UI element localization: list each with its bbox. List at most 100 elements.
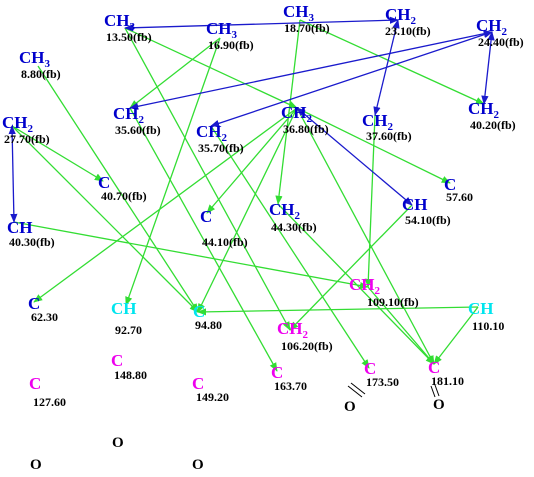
- double-bond-line: [350, 382, 366, 395]
- atom-symbol: C: [364, 359, 377, 378]
- atom-label-n27: C: [364, 360, 376, 377]
- atom-label-n2: CH3: [206, 19, 237, 41]
- hydrogen-count-subscript: 3: [129, 21, 136, 33]
- chemical-shift-value: 109.10(fb): [367, 295, 419, 309]
- hmbc-arrow: [11, 125, 199, 313]
- chemical-shift-value: 110.10: [472, 319, 505, 333]
- atom-symbol: CH: [19, 48, 45, 67]
- atom-label-n28: C: [428, 359, 440, 376]
- atom-symbol: CH: [362, 111, 388, 130]
- atom-symbol: C: [200, 207, 213, 226]
- atom-symbol: CH: [111, 299, 137, 318]
- chemical-shift-value: 44.30(fb): [271, 220, 317, 234]
- atom-symbol: CH: [349, 275, 375, 294]
- atom-symbol: CH: [277, 319, 303, 338]
- oxygen-label: O: [30, 457, 42, 473]
- atom-symbol: C: [271, 363, 284, 382]
- chemical-shift-value: 92.70: [115, 323, 142, 337]
- chemical-shift-value: 36.80(fb): [283, 122, 329, 136]
- chemical-shift-value: 37.60(fb): [366, 129, 412, 143]
- atom-label-n21: CH: [111, 300, 137, 317]
- oxygen-label: O: [112, 435, 124, 451]
- hmbc-arrow: [33, 107, 298, 303]
- atom-label-n29: C: [29, 375, 41, 392]
- hmbc-arrow: [37, 65, 199, 313]
- atom-label-n8: CH2: [281, 103, 312, 125]
- hmbc-arrow: [13, 221, 369, 290]
- hydrogen-count-subscript: 2: [493, 109, 500, 121]
- hmbc-arrow: [197, 107, 298, 313]
- atom-label-n1: CH3: [104, 12, 135, 33]
- atom-symbol: CH: [7, 218, 33, 237]
- chemical-shift-value: 16.90(fb): [208, 38, 254, 52]
- hmbc-arrow: [129, 37, 221, 109]
- hmbc-arrow: [210, 125, 370, 369]
- atom-symbol: CH: [206, 19, 232, 38]
- atom-symbol: C: [28, 294, 41, 313]
- chemical-shift-value: 54.10(fb): [405, 213, 451, 227]
- hmbc-arrow: [129, 107, 278, 372]
- hydrogen-count-subscript: 3: [44, 58, 51, 70]
- atom-symbol: C: [192, 374, 205, 393]
- atom-symbol: C: [29, 374, 42, 393]
- chemical-shift-value: 27.70(fb): [4, 132, 50, 146]
- hydrogen-count-subscript: 2: [294, 210, 301, 222]
- cosy-arrows: [8, 16, 495, 223]
- hmbc-arrow: [277, 203, 435, 365]
- chemical-shift-value: 57.60: [446, 190, 473, 204]
- atom-label-n13: C: [98, 174, 110, 191]
- atom-symbol: CH: [2, 113, 28, 132]
- atom-label-n12: CH2: [196, 122, 227, 144]
- chemical-shift-value: 44.10(fb): [202, 235, 248, 249]
- atom-symbol: CH: [269, 200, 295, 219]
- chemical-shift-value: 13.50(fb): [106, 30, 152, 44]
- hmbc-arrow: [197, 306, 479, 316]
- chemical-shift-value: 173.50: [366, 375, 399, 389]
- atom-label-n15: CH: [402, 196, 428, 213]
- hmbc-arrow: [433, 306, 479, 365]
- atom-label-n19: CH2: [349, 275, 380, 297]
- atom-symbol: CH: [196, 122, 222, 141]
- hydrogen-count-subscript: 2: [138, 114, 145, 126]
- cosy-arrow: [481, 31, 495, 105]
- hmbc-arrow: [11, 125, 104, 182]
- hmbc-arrow: [125, 37, 221, 306]
- atom-label-n17: C: [200, 208, 212, 225]
- chemical-shift-value: 148.80: [114, 368, 147, 382]
- chemical-shift-value: 106.20(fb): [281, 339, 333, 353]
- atom-label-n10: CH2: [468, 100, 499, 121]
- atom-symbol: CH: [281, 103, 307, 122]
- hydrogen-count-subscript: 2: [27, 123, 34, 135]
- atom-label-n6: CH3: [19, 48, 50, 70]
- atom-symbol: CH: [402, 195, 428, 214]
- chemical-shift-value: 35.60(fb): [115, 123, 161, 137]
- atom-label-n7: CH2: [113, 105, 144, 126]
- atom-label-n3: CH3: [283, 3, 314, 24]
- chemical-shift-value: 40.70(fb): [101, 189, 147, 203]
- atom-label-n14: C: [444, 176, 456, 193]
- hydrogen-count-subscript: 2: [374, 285, 381, 297]
- hydrogen-count-subscript: 2: [410, 15, 417, 27]
- hydrogen-count-subscript: 3: [231, 29, 238, 41]
- chemical-shift-value: 23.10(fb): [385, 24, 431, 38]
- hydrogen-count-subscript: 3: [308, 12, 315, 24]
- chemical-shift-value: 181.10: [431, 374, 464, 388]
- atom-symbol: CH: [476, 16, 502, 35]
- atom-label-n25: C: [111, 352, 123, 369]
- atom-symbol: CH: [468, 299, 494, 318]
- double-bond-line: [434, 384, 440, 397]
- chemical-shift-value: 35.70(fb): [198, 141, 244, 155]
- hydrogen-count-subscript: 2: [306, 113, 313, 125]
- oxygen-label: O: [433, 397, 445, 413]
- atom-label-n4: CH2: [385, 6, 416, 27]
- hydrogen-count-subscript: 2: [302, 329, 309, 341]
- chemical-shift-value: 62.30: [31, 310, 58, 324]
- chemical-shift-value: 149.20: [196, 390, 229, 404]
- chemical-shift-value: 94.80: [195, 318, 222, 332]
- oxygen-label: O: [192, 457, 204, 473]
- atom-label-n26: C: [271, 364, 283, 381]
- atom-symbol: C: [111, 351, 124, 370]
- chemical-shift-value: 163.70: [274, 379, 307, 393]
